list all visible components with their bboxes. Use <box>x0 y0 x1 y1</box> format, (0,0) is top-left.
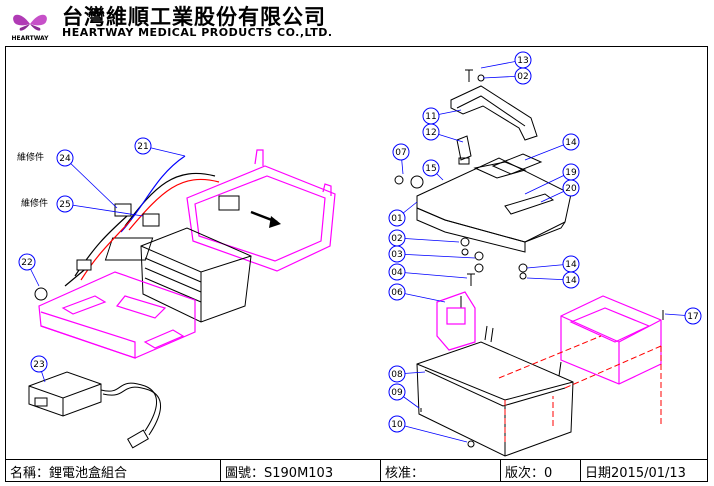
callout-label-12: 12 <box>425 128 436 138</box>
callout-label-21: 21 <box>137 142 148 152</box>
company-name-en: HEARTWAY MEDICAL PRODUCTS CO.,LTD. <box>62 26 333 39</box>
fasteners-column <box>460 237 528 308</box>
cover-plate-14 <box>491 153 543 175</box>
callout-circle-06 <box>388 283 406 301</box>
callout-circle-22 <box>18 253 36 271</box>
leader-line-02 <box>396 237 460 243</box>
callout-circle-01 <box>388 209 406 227</box>
callout-label-25: 25 <box>59 200 70 210</box>
callout-circle-04 <box>388 263 406 281</box>
repair-label-25: 維修件 <box>21 197 48 209</box>
callout-label-10: 10 <box>391 420 403 430</box>
logo-text: HEARTWAY <box>12 35 50 42</box>
callout-label-14: 14 <box>565 260 577 270</box>
washer-10 <box>467 440 475 448</box>
drawing-frame <box>5 46 708 460</box>
bottom-box <box>416 325 574 457</box>
leader-line-03 <box>396 253 476 259</box>
callout-label-08: 08 <box>391 370 403 380</box>
callout-circle-24 <box>56 149 74 167</box>
callout-label-19: 19 <box>565 168 577 178</box>
callout-circle-09 <box>388 383 406 401</box>
wiring-harness <box>64 155 220 287</box>
callout-label-03: 03 <box>391 250 402 260</box>
screw-top <box>465 69 473 82</box>
company-name-zh: 台灣維順工業股份有限公司 <box>62 5 326 29</box>
connector-25 <box>142 213 160 227</box>
callout-circle-23 <box>30 355 48 373</box>
callout-circle-08 <box>388 365 406 383</box>
battery-pack <box>104 227 252 323</box>
handle <box>450 85 538 141</box>
callout-label-13: 13 <box>517 56 528 66</box>
part-15 <box>410 175 424 189</box>
screw-07 <box>394 175 404 185</box>
leader-line-24 <box>64 157 118 209</box>
callout-label-07: 07 <box>395 148 406 158</box>
callout-label-11: 11 <box>425 112 436 122</box>
callout-label-14: 14 <box>565 276 577 286</box>
plug-22 <box>34 287 48 301</box>
callout-label-01: 01 <box>391 214 402 224</box>
assembly-guides <box>498 335 662 444</box>
repair-label-24: 維修件 <box>17 151 44 163</box>
callout-label-15: 15 <box>425 164 436 174</box>
title-block: 名稱：鋰電池盒組合 圖號：S190M103 核准： 版次：0 日期2015/01… <box>5 460 708 482</box>
callout-circle-14 <box>562 271 580 289</box>
bracket-06 <box>436 291 476 351</box>
part-name: 名稱：鋰電池盒組合 <box>6 460 221 481</box>
callout-circle-12 <box>422 123 440 141</box>
heartway-logo: HEARTWAY <box>12 14 50 42</box>
callout-label-17: 17 <box>687 312 698 322</box>
drawing-number: 圖號：S190M103 <box>221 460 381 481</box>
arrow-head <box>269 216 281 228</box>
battery-base-tray <box>38 271 196 359</box>
exploded-diagram: 01 02 02 03 04 06 07 08 09 10 11 12 13 14 14 14 15 17 19 20… <box>17 51 702 457</box>
version: 版次：0 <box>501 460 581 481</box>
approval: 核准： <box>381 460 501 481</box>
callout-circle-20 <box>562 179 580 197</box>
leader-line-04 <box>396 271 468 279</box>
callout-label-06: 06 <box>391 288 403 298</box>
battery-box-lid <box>186 149 336 272</box>
leader-line-10 <box>396 423 468 443</box>
callout-circle-03 <box>388 245 406 263</box>
pcb-box <box>560 295 662 385</box>
callout-label-22: 22 <box>21 258 32 268</box>
callout-label-24: 24 <box>59 154 71 164</box>
callout-label-09: 09 <box>391 388 403 398</box>
connector-22 <box>76 259 92 271</box>
callout-circle-13 <box>514 51 532 69</box>
main-housing <box>416 157 572 253</box>
callout-circle-10 <box>388 415 406 433</box>
leader-line-25 <box>64 203 144 217</box>
key-lock <box>456 135 472 165</box>
callout-label-23: 23 <box>33 360 44 370</box>
callout-label-02: 02 <box>391 234 402 244</box>
callout-label-02: 02 <box>517 72 528 82</box>
callout-circle-17 <box>684 307 702 325</box>
callout-circle-21 <box>134 137 152 155</box>
callout-label-20: 20 <box>565 184 577 194</box>
callout-circle-07 <box>392 143 410 161</box>
callouts: 01 02 02 03 04 06 07 08 09 10 11 12 13 14 14 14 15 17 19 20… <box>18 51 702 443</box>
header: HEARTWAY 台灣維順工業股份有限公司 HEARTWAY MEDICAL P… <box>0 0 714 44</box>
lid-connector <box>218 195 240 211</box>
date: 日期2015/01/13 <box>585 466 686 481</box>
callout-circle-15 <box>422 159 440 177</box>
charger <box>28 371 161 449</box>
connector-24 <box>114 203 132 217</box>
callout-label-14: 14 <box>565 138 577 148</box>
callout-label-04: 04 <box>391 268 403 278</box>
callout-circle-14 <box>562 133 580 151</box>
callout-circle-25 <box>56 195 74 213</box>
